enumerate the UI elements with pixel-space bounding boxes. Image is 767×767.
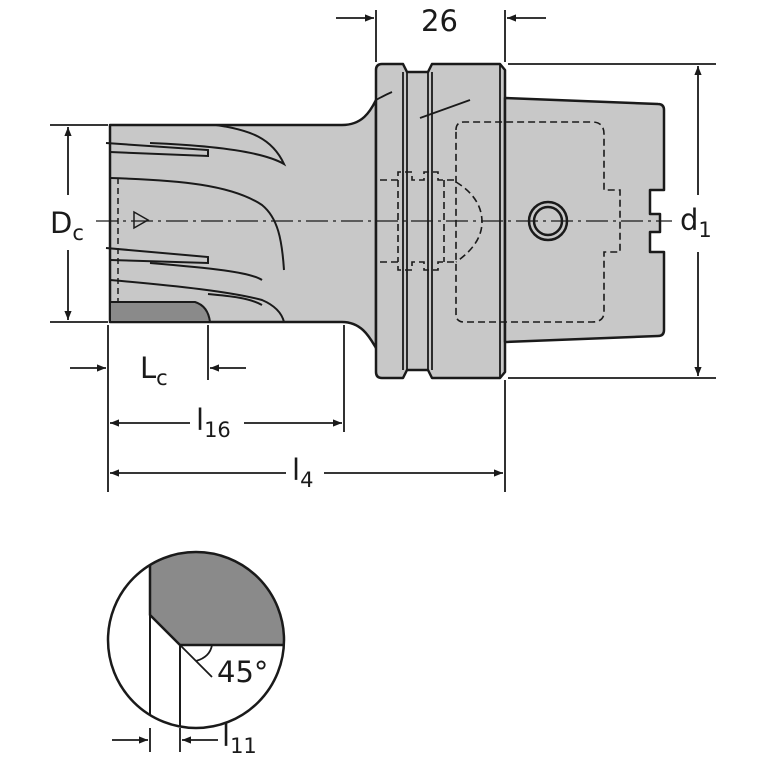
dim-26-label: 26 <box>421 4 458 38</box>
dimension-lines <box>50 10 716 492</box>
angle-label: 45° <box>217 655 268 689</box>
taper-shank <box>503 96 666 344</box>
dim-l16-label: l16 <box>196 403 231 442</box>
dim-l4-label: l4 <box>292 453 313 492</box>
dim-l11-label: l11 <box>222 719 257 758</box>
dim-d1-label: d1 <box>680 203 712 242</box>
detail-view <box>106 550 286 752</box>
dim-lc-label: Lc <box>140 351 168 390</box>
cutting-insert <box>109 301 211 323</box>
hidden-lines <box>380 121 621 323</box>
cutter-flutes <box>105 124 287 323</box>
dim-dc-label: Dc <box>50 206 84 245</box>
